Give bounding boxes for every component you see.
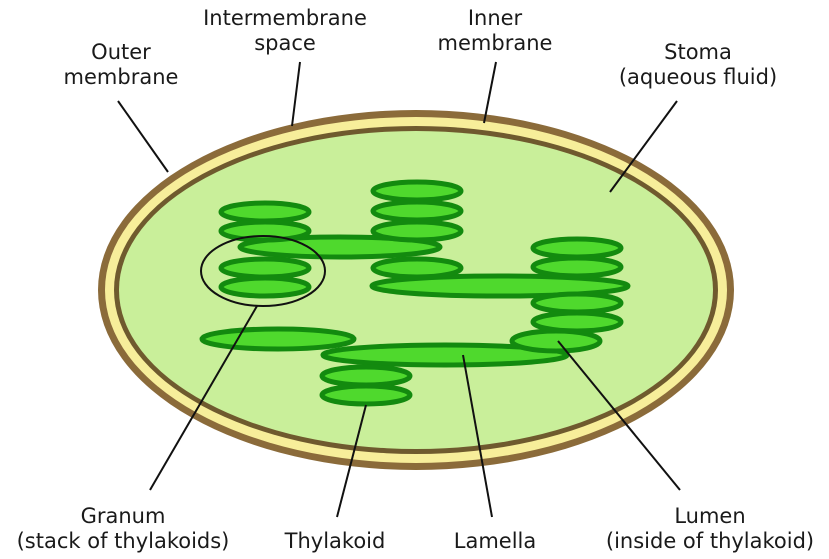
thylakoid <box>322 386 410 404</box>
leader-line-inner-membrane <box>484 62 496 123</box>
label-line: (stack of thylakoids) <box>0 529 246 554</box>
label-line: Outer <box>56 40 186 65</box>
thylakoid <box>322 367 410 385</box>
label-inner-membrane: Inner membrane <box>430 6 560 56</box>
label-lumen: Lumen (inside of thylakoid) <box>592 504 828 554</box>
label-line: (inside of thylakoid) <box>592 529 828 554</box>
thylakoid <box>221 222 309 240</box>
label-line: Inner <box>430 6 560 31</box>
label-lamella: Lamella <box>440 529 550 554</box>
label-line: Lumen <box>592 504 828 529</box>
leader-line-outer-membrane <box>118 101 168 172</box>
thylakoid <box>533 294 621 312</box>
label-line: Intermembrane <box>200 6 370 31</box>
label-line: Granum <box>0 504 246 529</box>
lamella <box>202 329 354 349</box>
label-line: membrane <box>56 65 186 90</box>
label-stoma: Stoma (aqueous fluid) <box>608 40 788 90</box>
thylakoid <box>533 313 621 331</box>
leader-line-intermembrane-space <box>292 62 300 126</box>
thylakoid <box>373 182 461 200</box>
lamella <box>512 331 600 351</box>
label-line: Stoma <box>608 40 788 65</box>
thylakoid <box>373 259 461 277</box>
thylakoid <box>221 203 309 221</box>
thylakoid <box>373 202 461 220</box>
label-thylakoid: Thylakoid <box>270 529 400 554</box>
thylakoid <box>221 259 309 277</box>
thylakoid <box>373 222 461 240</box>
label-line: (aqueous fluid) <box>608 65 788 90</box>
label-intermembrane-space: Intermembrane space <box>200 6 370 56</box>
label-outer-membrane: Outer membrane <box>56 40 186 90</box>
thylakoid <box>533 258 621 276</box>
label-line: space <box>200 31 370 56</box>
label-line: membrane <box>430 31 560 56</box>
label-granum: Granum (stack of thylakoids) <box>0 504 246 554</box>
thylakoid <box>221 278 309 296</box>
thylakoid <box>533 239 621 257</box>
